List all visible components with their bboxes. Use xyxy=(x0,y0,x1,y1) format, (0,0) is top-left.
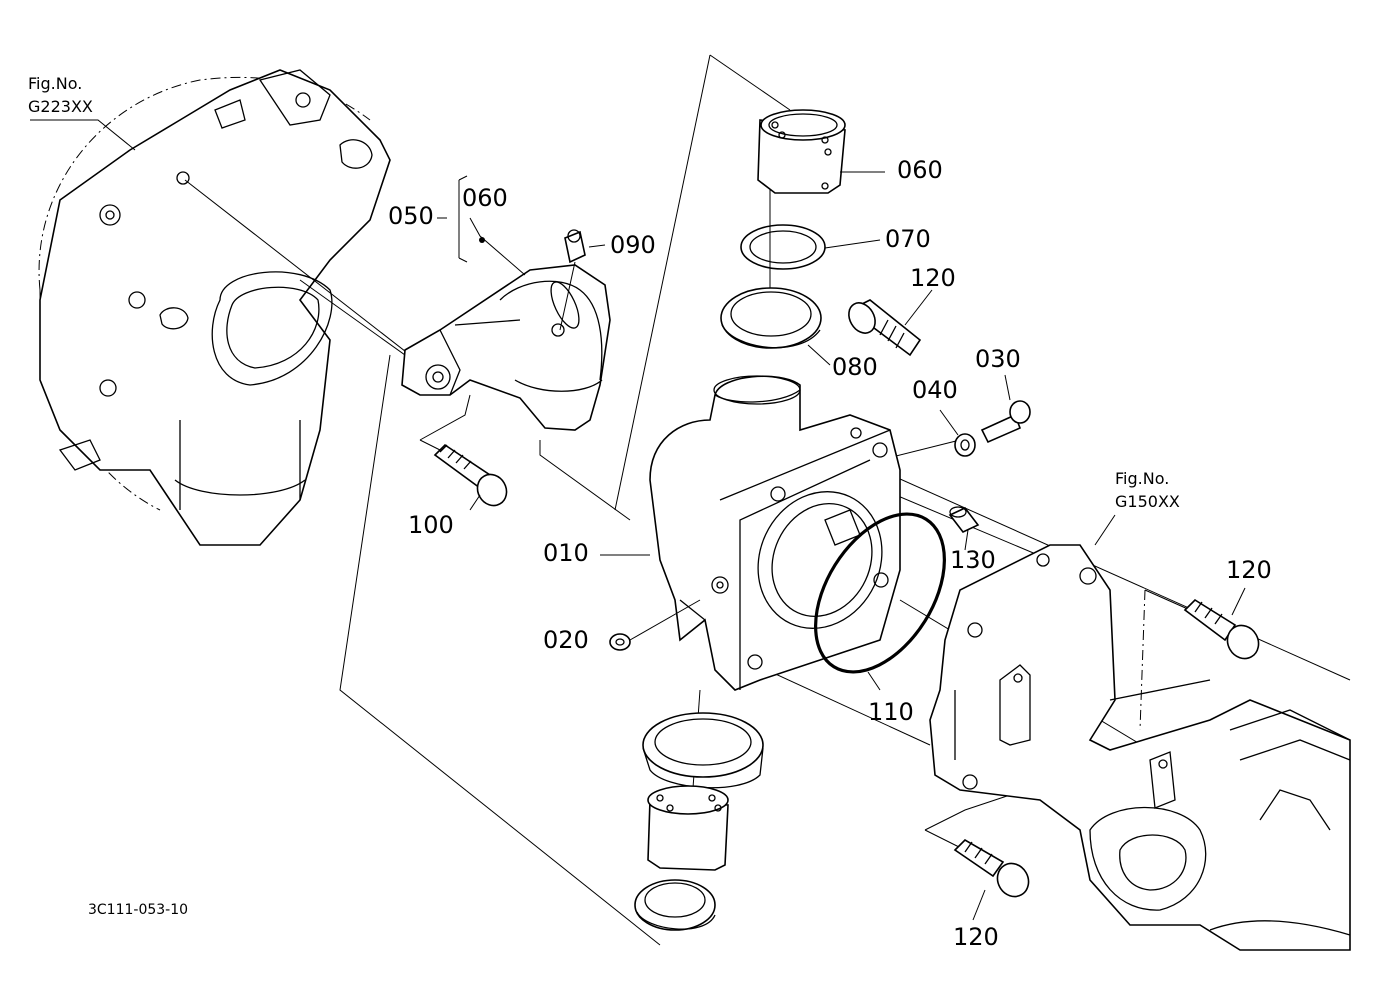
left-fig-number: G223XX xyxy=(28,97,93,116)
bearing-cup-lower xyxy=(642,712,764,789)
washer-040 xyxy=(954,433,976,457)
seal-080 xyxy=(720,287,822,349)
bolt-120-right xyxy=(1183,598,1260,660)
oring-070 xyxy=(740,224,826,270)
right-housing-assembly xyxy=(929,544,1351,951)
callout-090: 090 xyxy=(610,231,656,259)
bushing-060-top xyxy=(757,109,846,194)
callout-100: 100 xyxy=(408,511,454,539)
callout-050: 050 xyxy=(388,202,434,230)
callout-010: 010 xyxy=(543,539,589,567)
left-housing-assembly xyxy=(38,69,391,546)
callout-110: 110 xyxy=(868,698,914,726)
right-fig-label: Fig.No. xyxy=(1115,469,1169,488)
callout-080: 080 xyxy=(832,353,878,381)
callout-120-bottom: 120 xyxy=(953,923,999,951)
bolt-120-bottom xyxy=(953,838,1030,898)
nut-020 xyxy=(609,599,701,651)
bracket-050 xyxy=(401,264,611,431)
callout-120-upper: 120 xyxy=(910,264,956,292)
oring-110 xyxy=(814,512,946,674)
callout-030: 030 xyxy=(975,345,1021,373)
right-fig-number: G150XX xyxy=(1115,492,1180,511)
callout-120-right: 120 xyxy=(1226,556,1272,584)
pin-130 xyxy=(948,506,980,533)
bushing-lower xyxy=(647,785,729,871)
callout-130: 130 xyxy=(950,546,996,574)
callout-060: 060 xyxy=(897,156,943,184)
bolt-100 xyxy=(433,443,508,507)
callout-050-060: 060 xyxy=(462,184,508,212)
callout-070: 070 xyxy=(885,225,931,253)
seal-lower xyxy=(634,879,716,931)
grease-fitting-090 xyxy=(551,229,586,337)
callout-leaders xyxy=(30,119,1246,921)
bolt-120-upper xyxy=(848,299,922,357)
steering-housing-010 xyxy=(649,375,901,691)
left-fig-label: Fig.No. xyxy=(28,74,82,93)
bolt-030 xyxy=(980,400,1031,444)
drawing-code: 3C111-053-10 xyxy=(88,902,188,918)
callout-040: 040 xyxy=(912,376,958,404)
callout-020: 020 xyxy=(543,626,589,654)
